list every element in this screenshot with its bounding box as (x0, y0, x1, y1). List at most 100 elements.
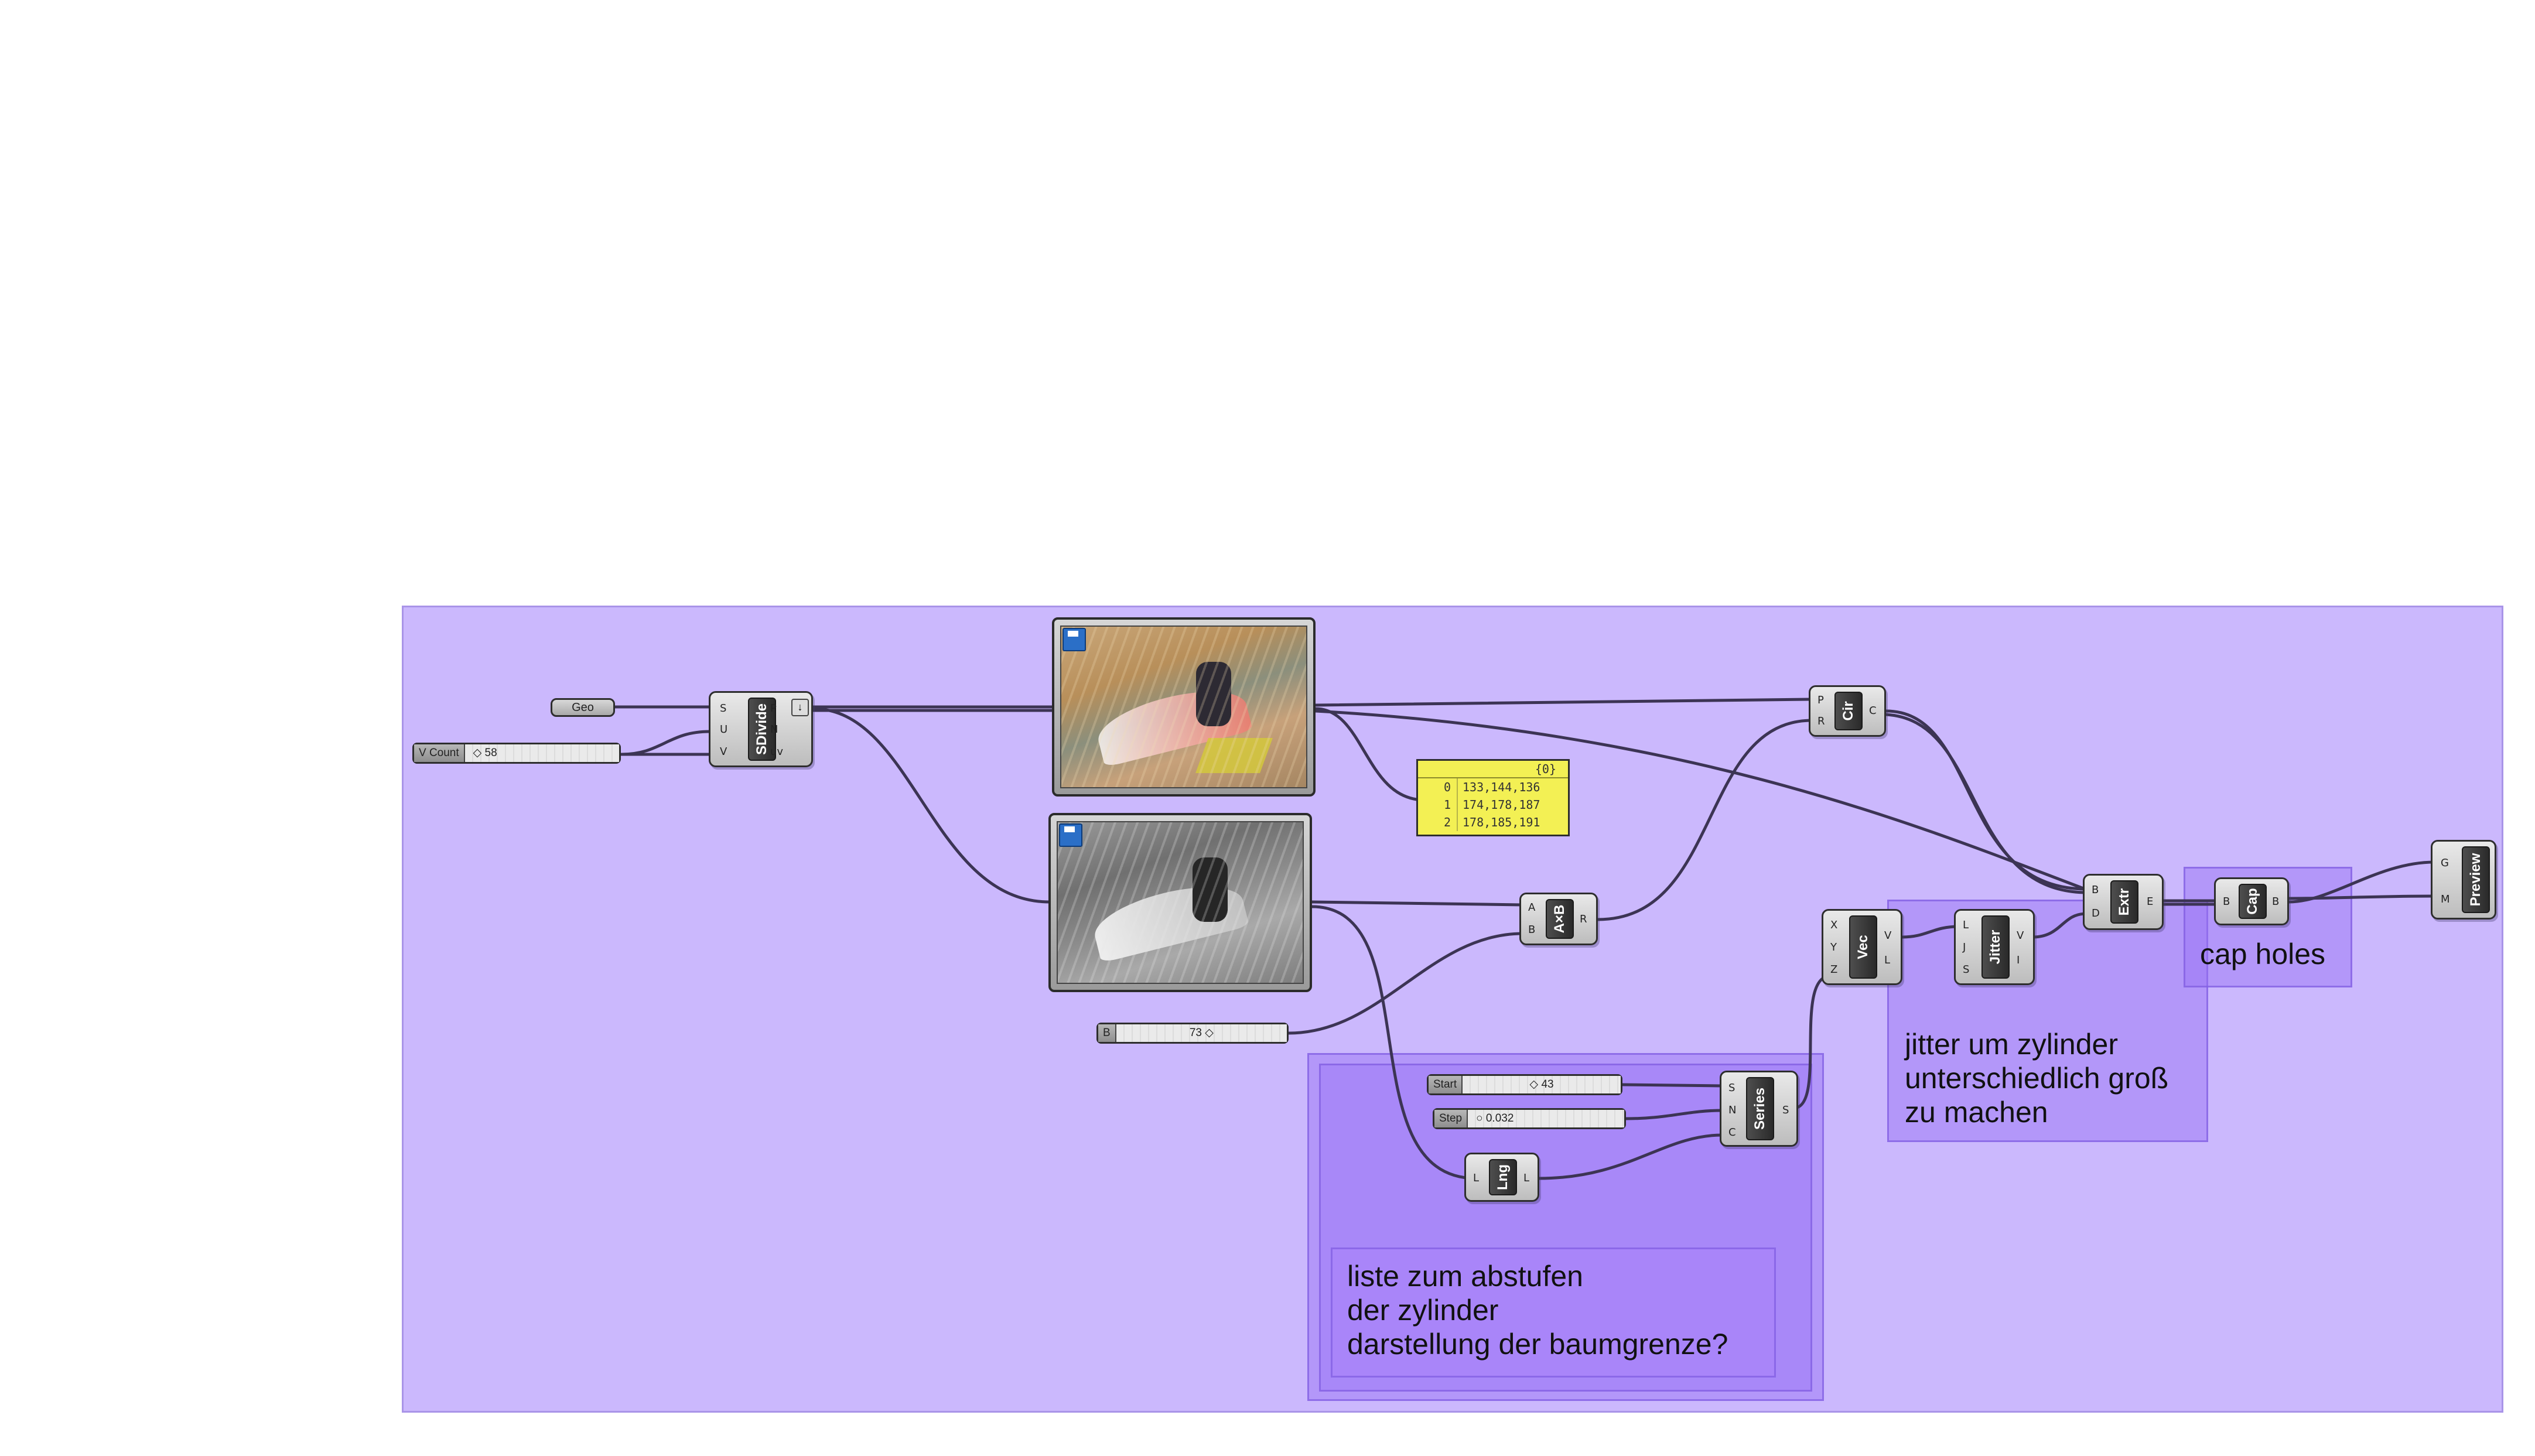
cap-output-b: B (2272, 896, 2280, 908)
save-icon[interactable] (1062, 628, 1086, 651)
preview-input-m: M (2441, 893, 2450, 905)
vector-output-l: L (1884, 954, 1891, 966)
wire-img1-cir (1314, 698, 1812, 707)
preview-core: Preview (2462, 846, 2490, 913)
wire-img2-mult (1310, 900, 1525, 907)
length-core: Lng (1489, 1159, 1517, 1195)
save-icon[interactable] (1059, 823, 1082, 847)
sdivide-input-s: S (720, 702, 727, 715)
wire-img2-lng (1310, 905, 1478, 1180)
jitter-output-i: I (2017, 954, 2020, 966)
extrude-core: Extr (2110, 880, 2138, 924)
length-input-l: L (1473, 1172, 1480, 1184)
length-component[interactable]: Lng L L (1464, 1153, 1539, 1202)
vector-input-y: Y (1830, 941, 1837, 953)
panel-header: {0} (1418, 761, 1568, 778)
wire-cap-preview-2 (2287, 894, 2436, 900)
wire-mult-cir (1596, 719, 1814, 921)
jitter-component[interactable]: Jitter L J S V I (1954, 909, 2035, 985)
geo-param[interactable]: Geo (551, 698, 615, 717)
extrude-component[interactable]: Extr B D E (2083, 874, 2164, 930)
circle-input-p: P (1817, 694, 1824, 706)
series-input-c: C (1728, 1126, 1736, 1139)
wire-cir-extr (1884, 709, 2088, 891)
wire-series-vec (1792, 974, 1833, 1110)
extrude-input-b: B (2092, 884, 2099, 896)
b-value[interactable]: 73 ◇ (1116, 1024, 1287, 1042)
series-component[interactable]: Series S N C S (1720, 1071, 1798, 1147)
wire-img1-panel (1314, 707, 1426, 802)
series-output-s: S (1782, 1104, 1789, 1116)
sdivide-input-v: V (720, 746, 727, 758)
start-label: Start (1429, 1076, 1463, 1093)
extrude-output-e: E (2147, 896, 2154, 908)
circle-input-r: R (1817, 715, 1825, 727)
jitter-group-label: jitter um zylinder unterschiedlich groß … (1905, 1028, 2169, 1129)
multiply-output-r: R (1580, 913, 1587, 925)
sdivide-core: SDivide (748, 698, 776, 761)
sdivide-output-n: N (770, 723, 778, 736)
start-slider[interactable]: Start ◇ 43 (1427, 1074, 1622, 1095)
vcount-slider[interactable]: V Count ◇ 58 (412, 743, 621, 764)
wire-vcount-sdivide (619, 730, 712, 756)
circle-core: Cir (1834, 692, 1863, 730)
step-value[interactable]: ○ 0.032 (1468, 1110, 1624, 1127)
wire-cir-extr-2 (1884, 713, 2089, 894)
circle-output-c: C (1869, 705, 1877, 717)
wire-start-series (1621, 1083, 1724, 1088)
multiply-input-a: A (1528, 901, 1536, 914)
wire-jitter-extr (2031, 912, 2088, 939)
image-sampler-color[interactable] (1052, 617, 1316, 797)
start-value[interactable]: ◇ 43 (1463, 1076, 1621, 1093)
wire-step-series (1624, 1109, 1724, 1120)
step-slider[interactable]: Step ○ 0.032 (1433, 1108, 1626, 1129)
vector-core: Vec (1849, 915, 1877, 979)
jitter-output-v: V (2017, 929, 2024, 942)
step-label: Step (1434, 1110, 1468, 1127)
circle-component[interactable]: Cir P R C (1809, 685, 1886, 737)
wire-lng-series (1538, 1133, 1724, 1180)
list-group-label: liste zum abstufen der zylinder darstell… (1347, 1260, 1728, 1361)
cap-input-b: B (2223, 896, 2230, 908)
jitter-input-s: S (1963, 963, 1970, 976)
image-sampler-gray[interactable] (1048, 813, 1312, 992)
sdivide-component[interactable]: SDivide S U V P N uv ↓ (709, 691, 813, 767)
jitter-input-j: J (1963, 941, 1966, 953)
sdivide-input-u: U (720, 723, 728, 736)
wire-vec-jitter (1901, 925, 1960, 939)
wire-cap-preview (2287, 860, 2436, 904)
image-preview-color (1060, 626, 1307, 788)
jitter-core: Jitter (1981, 915, 2010, 979)
image-preview-gray (1057, 821, 1304, 984)
sdivide-output-uv: uv (770, 746, 784, 758)
series-core: Series (1746, 1077, 1774, 1140)
sdivide-options-icon[interactable]: ↓ (791, 699, 809, 716)
length-output-l: L (1523, 1172, 1530, 1184)
multiply-component[interactable]: A×B A B R (1519, 893, 1598, 945)
vcount-value[interactable]: ◇ 58 (464, 744, 619, 762)
vector-input-z: Z (1830, 963, 1838, 976)
multiply-input-b: B (1528, 924, 1536, 936)
jitter-group[interactable] (1887, 900, 2208, 1142)
vector-input-x: X (1830, 919, 1838, 931)
b-label: B (1098, 1024, 1116, 1042)
series-input-n: N (1728, 1104, 1737, 1116)
vector-output-v: V (1884, 929, 1892, 942)
list-label-box (1331, 1247, 1776, 1378)
vector-component[interactable]: Vec X Y Z V L (1822, 909, 1902, 985)
multiply-core: A×B (1546, 899, 1574, 939)
wire-b-mult (1287, 932, 1525, 1035)
b-slider[interactable]: B 73 ◇ (1096, 1023, 1289, 1044)
cap-component[interactable]: Cap B B (2214, 877, 2289, 925)
sdivide-output-p: P (770, 702, 777, 715)
preview-input-g: G (2441, 857, 2449, 869)
cap-core: Cap (2239, 884, 2267, 919)
extrude-input-d: D (2092, 907, 2100, 920)
preview-component[interactable]: Preview G M (2431, 840, 2496, 920)
